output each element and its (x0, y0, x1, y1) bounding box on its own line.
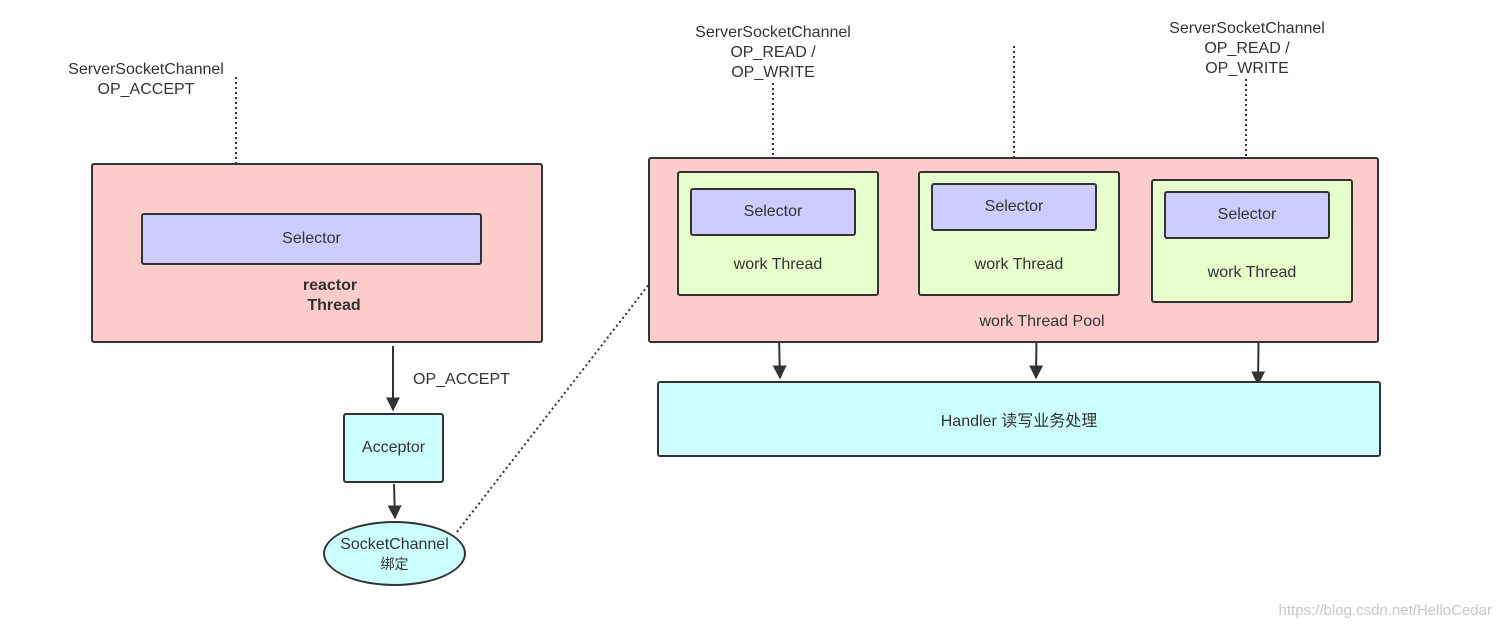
worker3-source-line3: OP_WRITE (1205, 60, 1289, 77)
handler-box[interactable]: Handler 读写业务处理 (657, 381, 1381, 457)
reactor-source-line1: ServerSocketChannel (68, 61, 224, 78)
reactor-source-label: ServerSocketChannel OP_ACCEPT (56, 60, 236, 100)
work-thread-selector[interactable]: Selector (931, 183, 1097, 231)
socket-channel-binding-label: 绑定 (380, 555, 409, 572)
worker1-source-label: ServerSocketChannel OP_READ / OP_WRITE (683, 23, 863, 83)
reactor-source-line2: OP_ACCEPT (97, 81, 195, 98)
socket-channel-ellipse[interactable]: SocketChannel 绑定 (323, 521, 466, 586)
socket-channel-label: SocketChannel (340, 535, 449, 553)
reactor-selector[interactable]: Selector (141, 213, 482, 265)
work-thread-label: work Thread (1207, 264, 1297, 281)
worker3-source-label: ServerSocketChannel OP_READ / OP_WRITE (1157, 19, 1337, 79)
accept-edge-label: OP_ACCEPT (413, 371, 510, 388)
reactor-thread-label: reactor Thread (240, 276, 420, 316)
worker1-source-line3: OP_WRITE (731, 64, 815, 81)
worker1-source-line1: ServerSocketChannel (695, 24, 851, 41)
work-thread-selector[interactable]: Selector (1164, 191, 1330, 239)
acceptor-to-socket-arrow (387, 483, 402, 520)
worker1-source-line2: OP_READ / (730, 44, 816, 61)
work-thread-label: work Thread (733, 256, 823, 273)
work-thread-pool-label: work Thread Pool (979, 313, 1105, 330)
worker3-source-line1: ServerSocketChannel (1169, 20, 1325, 37)
acceptor-box[interactable]: Acceptor (343, 413, 444, 483)
watermark: https://blog.csdn.net/HelloCedar (1278, 602, 1492, 619)
work-thread-selector[interactable]: Selector (690, 188, 856, 236)
work-thread-label: work Thread (974, 256, 1064, 273)
reactor-thread-label-line2: Thread (307, 297, 361, 314)
reactor-thread-label-line1: reactor (302, 277, 358, 294)
worker3-source-line2: OP_READ / (1204, 40, 1290, 57)
